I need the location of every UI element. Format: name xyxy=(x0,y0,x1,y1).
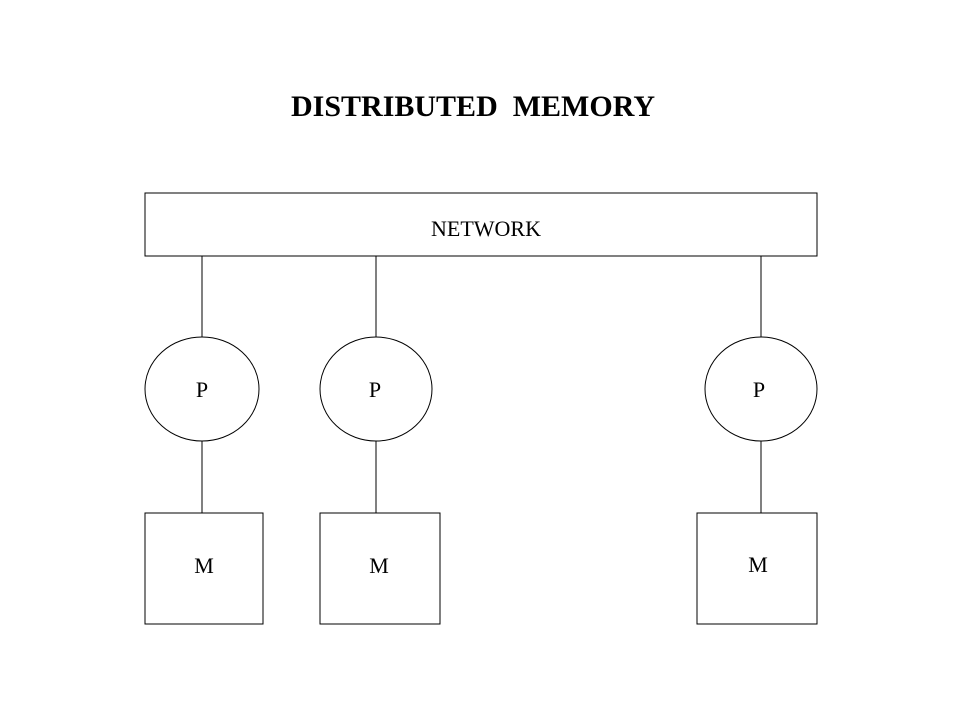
memory-label-1: M xyxy=(194,553,214,578)
memory-node-1 xyxy=(144,512,264,625)
node-1: P M xyxy=(144,256,264,625)
node-2: P M xyxy=(319,256,441,625)
memory-node-3 xyxy=(696,512,818,625)
diagram-title: DISTRIBUTED MEMORY xyxy=(291,90,655,123)
network-box xyxy=(144,192,818,257)
memory-label-2: M xyxy=(369,553,389,578)
memory-node-2 xyxy=(319,512,441,625)
processor-label-1: P xyxy=(196,377,208,402)
processor-label-2: P xyxy=(369,377,381,402)
memory-label-3: M xyxy=(748,552,768,577)
network-label: NETWORK xyxy=(431,216,541,241)
processor-label-3: P xyxy=(753,377,765,402)
node-3: P M xyxy=(696,256,818,625)
